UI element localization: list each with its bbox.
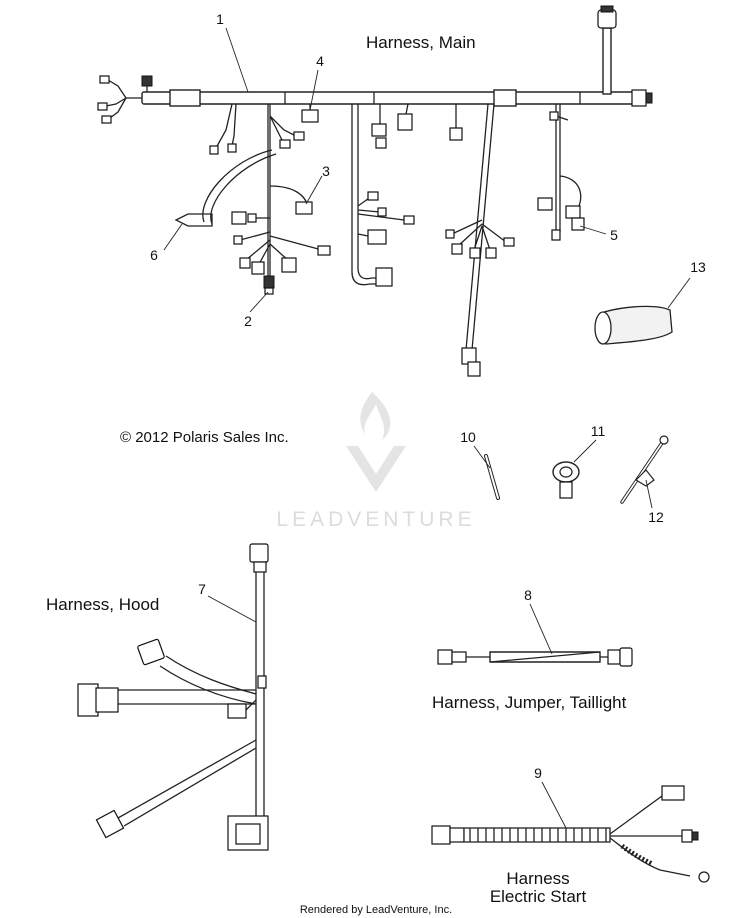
title-harness-main: Harness, Main [366,33,476,52]
part-11-clip[interactable] [552,461,580,499]
main-harness[interactable] [97,5,653,377]
callout-2: 2 [244,313,252,329]
left-pigtails [105,79,142,119]
title-harness-estart-2: Electric Start [490,887,587,906]
part-13-sleeve[interactable] [594,305,673,345]
callout-13: 13 [690,259,706,275]
callout-6: 6 [150,247,158,263]
watermark: LEADVENTURE [276,392,475,531]
jumper-taillight-harness[interactable] [437,647,633,667]
electric-start-harness[interactable] [431,785,710,883]
callout-4: 4 [316,53,324,69]
callout-1: 1 [216,11,224,27]
leader-lines [163,27,691,829]
callout-12: 12 [648,509,664,525]
main-trunk [141,91,639,105]
title-harness-estart-1: Harness [506,869,569,888]
trunk-end-connector [631,89,647,107]
callout-5: 5 [610,227,618,243]
hood-harness[interactable] [77,543,269,851]
diagonal-branch [465,103,495,351]
hood-trunk [255,572,265,820]
watermark-v-icon [346,446,406,492]
callout-10: 10 [460,429,476,445]
title-harness-hood: Harness, Hood [46,595,159,614]
section-titles: Harness, Main Harness, Hood Harness, Jum… [46,33,627,906]
footer-text: Rendered by LeadVenture, Inc. [300,904,452,916]
callout-11: 11 [591,423,606,439]
callout-3: 3 [322,163,330,179]
part-12-mount-tie[interactable] [620,435,669,504]
copyright-text: © 2012 Polaris Sales Inc. [120,429,289,446]
callout-7: 7 [198,581,206,597]
j-branch [351,104,378,286]
callout-8: 8 [524,587,532,603]
riser [602,27,612,95]
part-10-cable-tie[interactable] [484,454,500,500]
watermark-flame-icon [360,392,391,440]
riser-connector [597,9,617,29]
title-harness-jumper: Harness, Jumper, Taillight [432,693,627,712]
main-trunk-sleeve-right [493,89,517,107]
watermark-text: LEADVENTURE [276,508,475,531]
main-trunk-sleeve [169,89,201,107]
callouts: 1 2 3 4 5 6 7 8 9 10 11 12 13 [150,11,706,781]
callout-9: 9 [534,765,542,781]
